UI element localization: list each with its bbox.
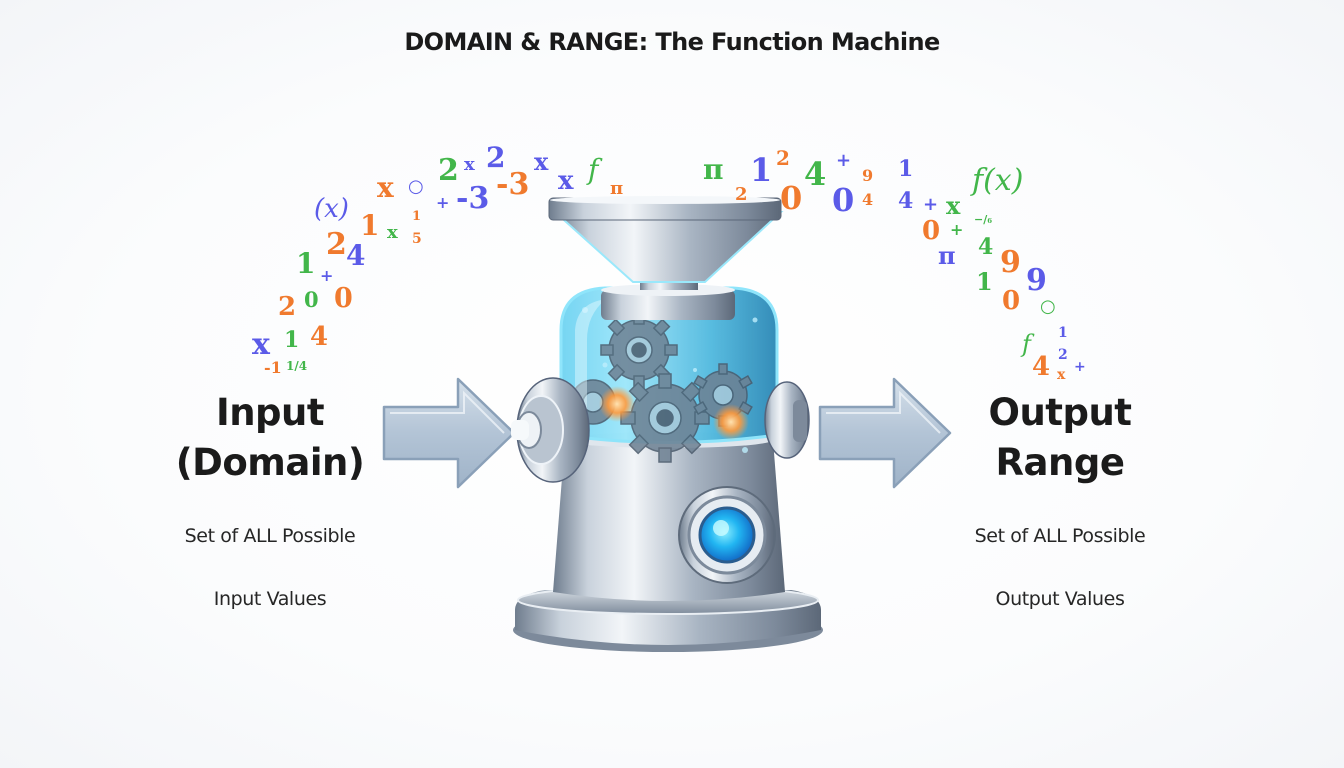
output-symbol: 2 [1058,347,1068,363]
input-symbol: ○ [408,176,424,197]
output-symbol: + [836,150,852,171]
output-symbol: f(x) [972,163,1024,198]
output-symbol: 1 [1058,325,1068,341]
output-symbol: + [1074,359,1086,375]
output-arrow-icon [818,377,952,489]
input-symbol: 5 [412,231,422,247]
input-symbol: (x) [314,194,349,224]
input-symbol: π [610,178,624,199]
input-symbol: 2 [438,153,459,188]
output-symbol: x [946,191,961,220]
input-symbol: x [558,166,574,196]
output-symbol: 1 [898,156,914,182]
input-description-line2: Input Values [213,588,327,610]
input-symbol: 1 [412,209,422,224]
input-symbol: x [387,222,398,243]
gears-icon [570,311,753,463]
input-arrow-icon [382,377,516,489]
output-symbol: ○ [1040,296,1056,317]
output-symbol: 4 [978,234,994,260]
output-description-line2: Output Values [995,588,1125,610]
input-symbol: + [320,266,334,285]
output-symbol: 4 [1032,352,1051,382]
input-symbol: -3 [456,181,490,216]
input-symbol: 4 [346,239,366,272]
output-symbol: 4 [862,190,874,209]
output-symbol: 0 [832,181,855,219]
output-symbol: 2 [735,184,748,205]
output-symbol: π [938,241,956,270]
page-title: DOMAIN & RANGE: The Function Machine [404,28,940,56]
input-symbol: 4 [310,322,329,352]
output-symbol: + [923,194,939,215]
input-symbol: 1/4 [286,359,308,373]
output-symbol: 1 [976,267,993,296]
output-symbol: 2 [776,146,790,170]
range-heading: Range [995,441,1125,484]
input-symbol: x [377,171,394,204]
input-symbol: x [534,147,549,176]
function-machine-icon [511,196,823,652]
output-symbol: −/₆ [974,213,993,226]
input-symbol: f [588,153,599,186]
domain-heading: (Domain) [175,441,365,484]
input-symbol: 1 [360,209,380,242]
output-symbol: 9 [1026,263,1047,298]
output-symbol: 4 [898,188,914,214]
input-symbol: -1 [264,358,282,377]
output-symbol: 0 [780,179,803,217]
output-symbol: 4 [804,155,827,193]
power-button-icon [678,486,776,584]
output-description-line1: Set of ALL Possible [974,525,1146,547]
input-symbol: 1 [284,327,300,353]
input-symbol: 0 [304,287,319,312]
output-symbol: x [1057,367,1066,383]
input-heading: Input [215,391,325,434]
output-symbol: π [703,153,724,186]
input-symbol: x [464,154,475,175]
input-description-line1: Set of ALL Possible [184,525,356,547]
input-symbol: 1 [296,247,316,280]
output-symbol: 0 [1002,286,1021,316]
output-symbol: 0 [922,216,941,246]
output-symbol: 1 [750,151,773,189]
output-symbol: 9 [862,166,874,185]
input-symbol: 0 [334,283,353,314]
input-symbol: x [252,327,270,362]
output-symbol: f [1022,330,1031,358]
input-symbol: -3 [496,167,530,202]
output-symbol: + [950,220,964,239]
input-symbol: 2 [278,292,297,322]
output-heading: Output [988,391,1133,434]
input-symbol: + [436,193,450,212]
output-symbol: 9 [1000,245,1021,280]
input-domain-label: Input (Domain) Set of ALL Possible Input… [150,388,390,614]
input-symbol: 2 [486,141,506,174]
input-symbol: 2 [326,227,347,262]
output-range-label: Output Range Set of ALL Possible Output … [950,388,1170,614]
